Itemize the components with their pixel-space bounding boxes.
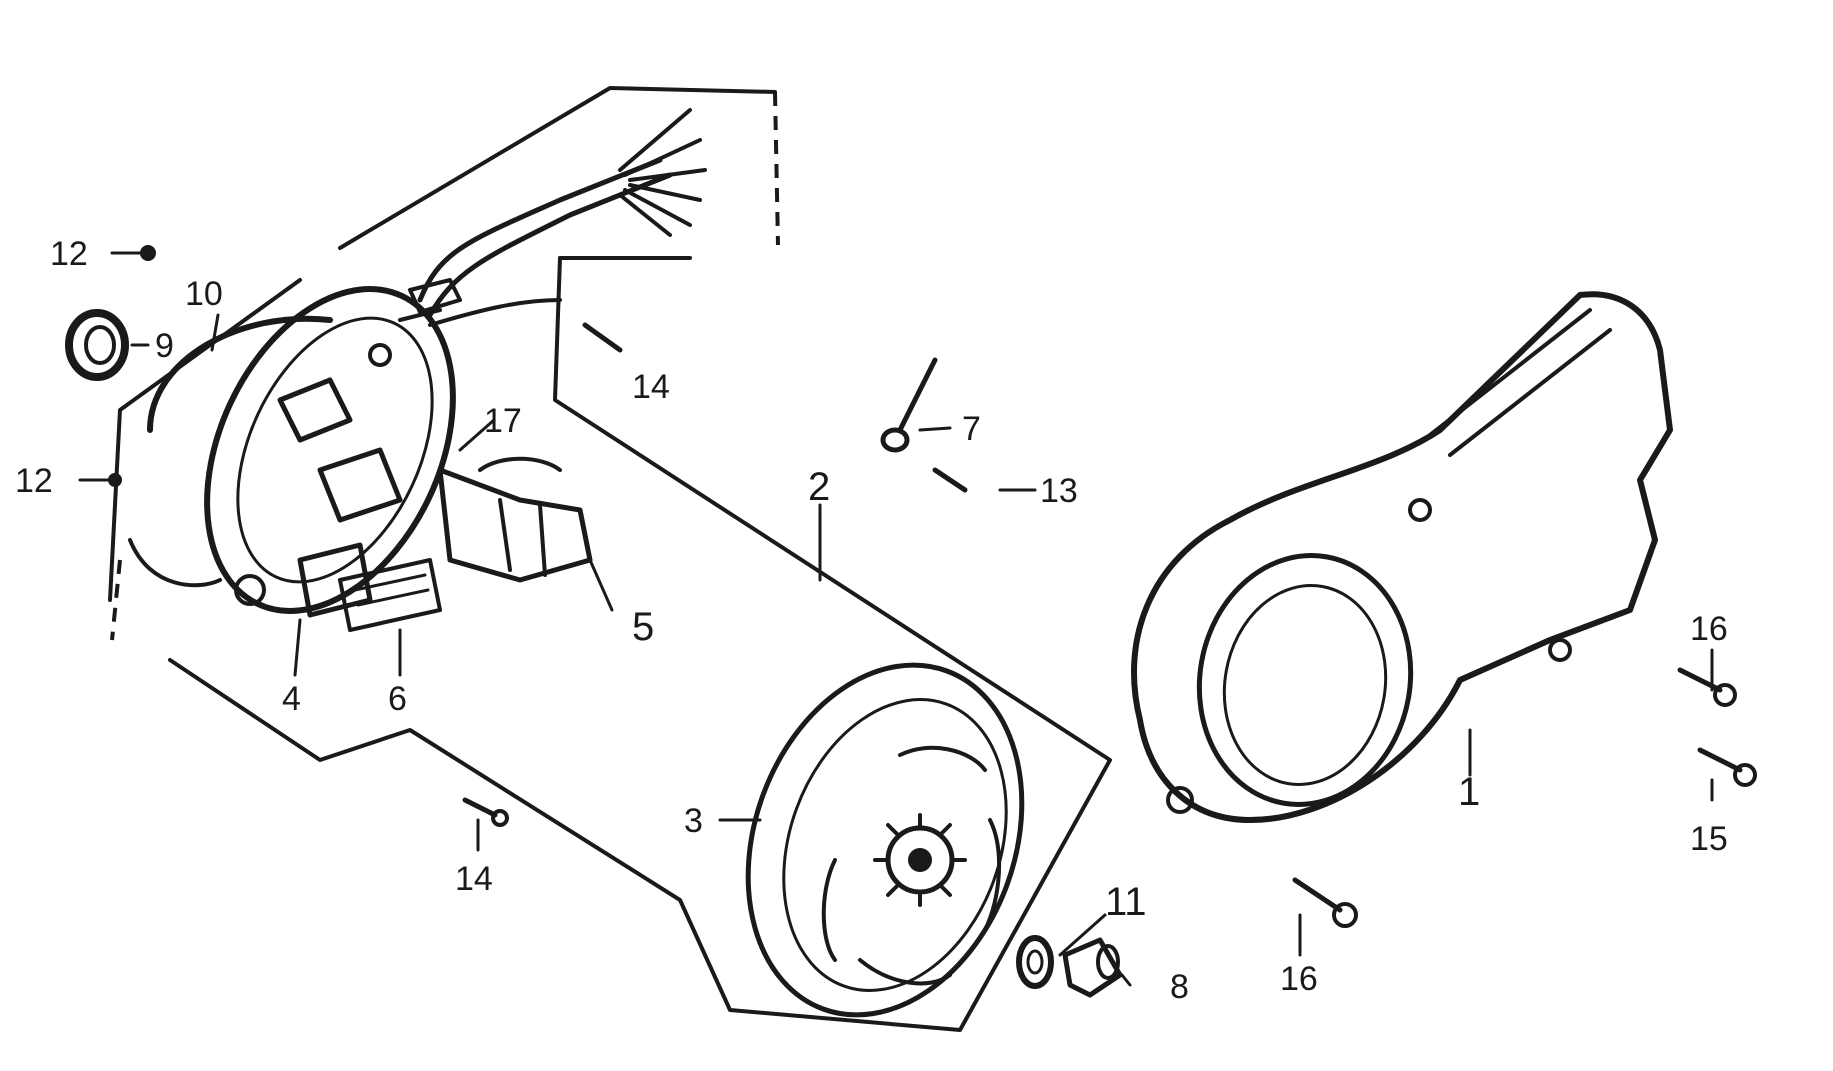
callout-17: 17 <box>484 402 522 440</box>
callout-2: 2 <box>808 465 830 509</box>
small-screw-parts <box>108 245 156 487</box>
callout-3: 3 <box>684 802 703 840</box>
callout-1: 1 <box>1458 770 1480 814</box>
leader-lines <box>78 251 1714 987</box>
stator-assembly <box>128 286 593 632</box>
callout-16-right: 16 <box>1690 610 1728 648</box>
callout-5: 5 <box>632 605 654 649</box>
wire-harness <box>398 108 707 327</box>
callout-7: 7 <box>962 410 981 448</box>
callout-14-top: 14 <box>632 368 670 406</box>
callout-10: 10 <box>185 275 223 313</box>
callout-4: 4 <box>282 680 301 718</box>
callout-11: 11 <box>1105 880 1147 924</box>
flywheel-part <box>745 662 1025 1018</box>
callout-9: 9 <box>155 327 174 365</box>
engine-cover-part <box>1131 291 1673 823</box>
oil-seal-part <box>65 309 129 381</box>
callout-labels: 12 10 9 12 14 17 2 5 4 6 7 13 3 14 11 8 … <box>15 235 1728 1006</box>
callout-8: 8 <box>1170 968 1189 1006</box>
callout-6: 6 <box>388 680 407 718</box>
callout-12-left: 12 <box>15 462 53 500</box>
washer-and-nut-parts <box>1016 935 1123 998</box>
group-outline <box>108 86 1112 1032</box>
callout-16-bottom: 16 <box>1280 960 1318 998</box>
callout-14-bottom: 14 <box>455 860 493 898</box>
callout-12-top: 12 <box>50 235 88 273</box>
callout-15: 15 <box>1690 820 1728 858</box>
callout-13: 13 <box>1040 472 1078 510</box>
bolt-parts <box>462 322 1757 928</box>
